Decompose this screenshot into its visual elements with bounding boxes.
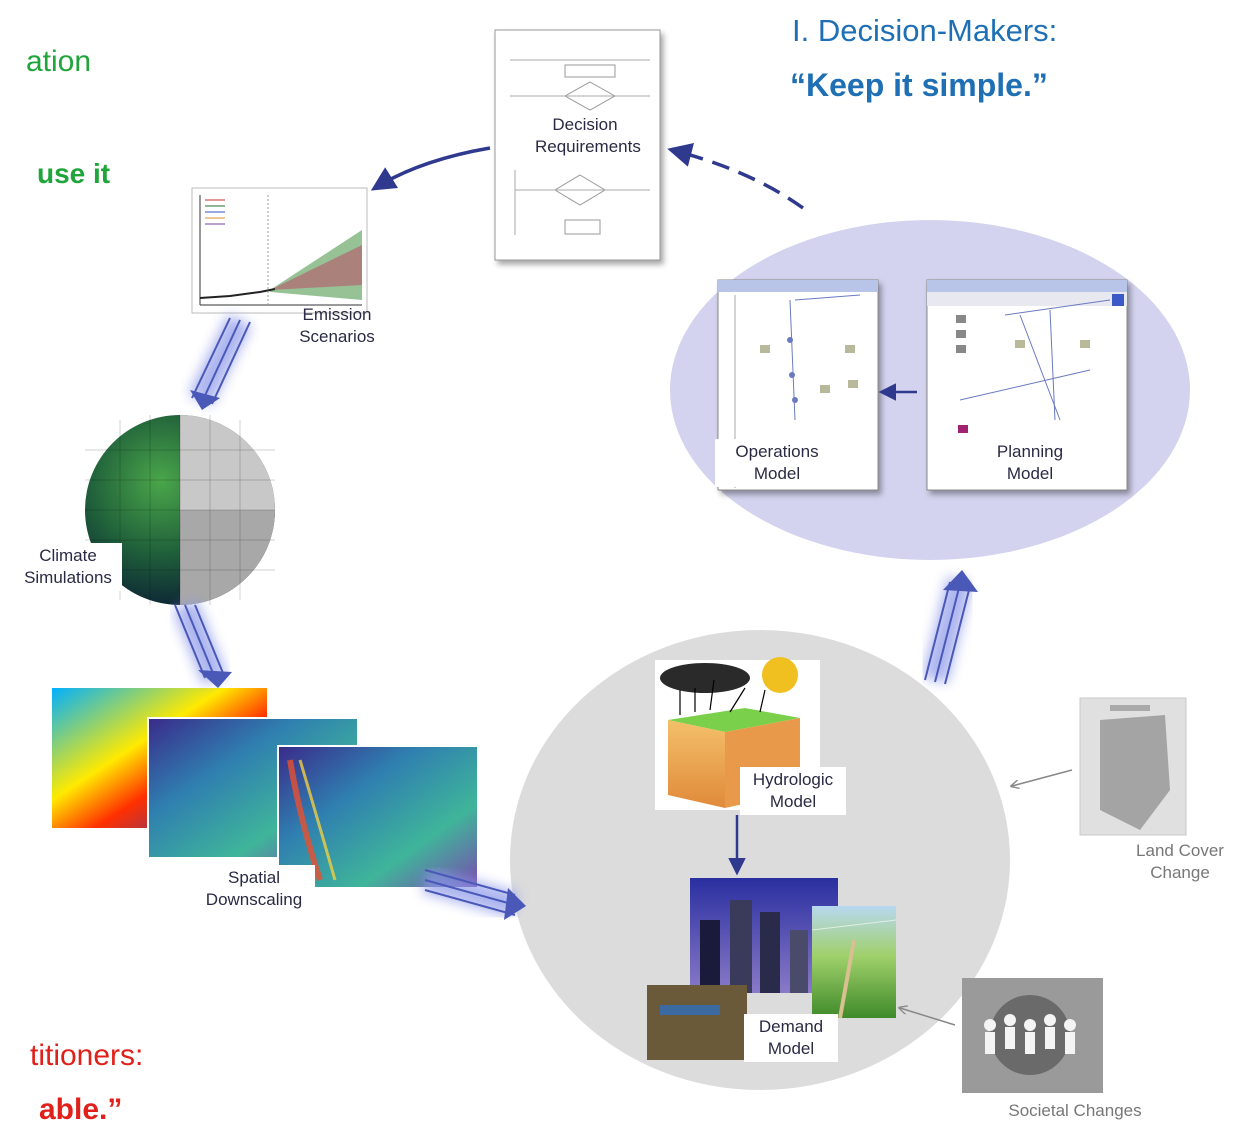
hydrology-to-models-arrow	[922, 570, 978, 685]
downscaling-to-hydrology-arrow	[421, 867, 526, 920]
climate-map-image	[52, 688, 479, 889]
planning-model-label: Planning Model	[975, 439, 1085, 487]
emission-scenarios-line-1: Emission	[302, 305, 372, 324]
spatial-downscaling-line-1: Spatial	[228, 868, 280, 887]
operations-model-line-1: Operations	[735, 442, 819, 461]
climate-to-downscaling-arrow	[172, 600, 232, 688]
emission-scenarios-label: Emission Scenarios	[292, 304, 382, 348]
climate-simulations-label: Climate Simulations	[14, 543, 122, 591]
land-cover-change-line-1: Land Cover	[1136, 841, 1224, 860]
decision-requirements-line-2: Requirements	[535, 137, 641, 156]
land-cover-change-line-2: Change	[1150, 863, 1210, 882]
decision-requirements-label: Decision Requirements	[535, 114, 641, 158]
spatial-downscaling-line-2: Downscaling	[205, 890, 303, 909]
climate-simulations-line-1: Climate	[39, 546, 97, 565]
software-window-image	[926, 279, 1128, 491]
landcover-to-hydrology-arrow	[1012, 769, 1073, 786]
land-map-image	[1079, 697, 1187, 836]
planning-model-line-2: Model	[1006, 464, 1054, 483]
spatial-downscaling-label: Spatial Downscaling	[193, 865, 315, 913]
decision-makers-quote: “Keep it simple.”	[790, 67, 1048, 103]
bottom-left-fragment: titioners:	[30, 1039, 143, 1072]
irrigation-field-image	[811, 906, 897, 1019]
demand-model-line-2: Model	[767, 1039, 815, 1058]
decision-makers-title: I. Decision-Makers:	[792, 13, 1057, 48]
demand-model-line-1: Demand	[758, 1017, 824, 1036]
demand-model-label: Demand Model	[744, 1014, 838, 1062]
land-cover-change-label: Land Cover Change	[1125, 840, 1235, 884]
operations-model-label: Operations Model	[715, 439, 839, 487]
planning-model-line-1: Planning	[996, 442, 1064, 461]
societal-changes-label: Societal Changes	[1008, 1101, 1142, 1120]
decision-requirements-line-1: Decision	[552, 115, 618, 134]
emissions-chart-image	[191, 187, 368, 314]
bottom-left-bold: able.”	[39, 1093, 122, 1126]
flowchart-image	[494, 29, 661, 261]
top-left-fragment: ation	[26, 45, 91, 78]
emission-scenarios-line-2: Scenarios	[299, 327, 375, 346]
top-left-bold: use it	[37, 158, 110, 189]
emission-to-climate-arrow	[188, 314, 252, 410]
city-skyline-image	[647, 878, 838, 1060]
models-to-decision-arrow	[667, 143, 805, 210]
decision-to-emission-arrow	[370, 146, 491, 191]
hydrologic-model-label: Hydrologic Model	[740, 767, 846, 815]
people-chain-image	[962, 978, 1103, 1093]
hydrologic-model-line-2: Model	[769, 792, 817, 811]
operations-model-line-2: Model	[753, 464, 801, 483]
climate-simulations-line-2: Simulations	[24, 568, 112, 587]
societal-to-demand-arrow	[900, 1008, 956, 1026]
hydrologic-model-line-1: Hydrologic	[752, 770, 834, 789]
